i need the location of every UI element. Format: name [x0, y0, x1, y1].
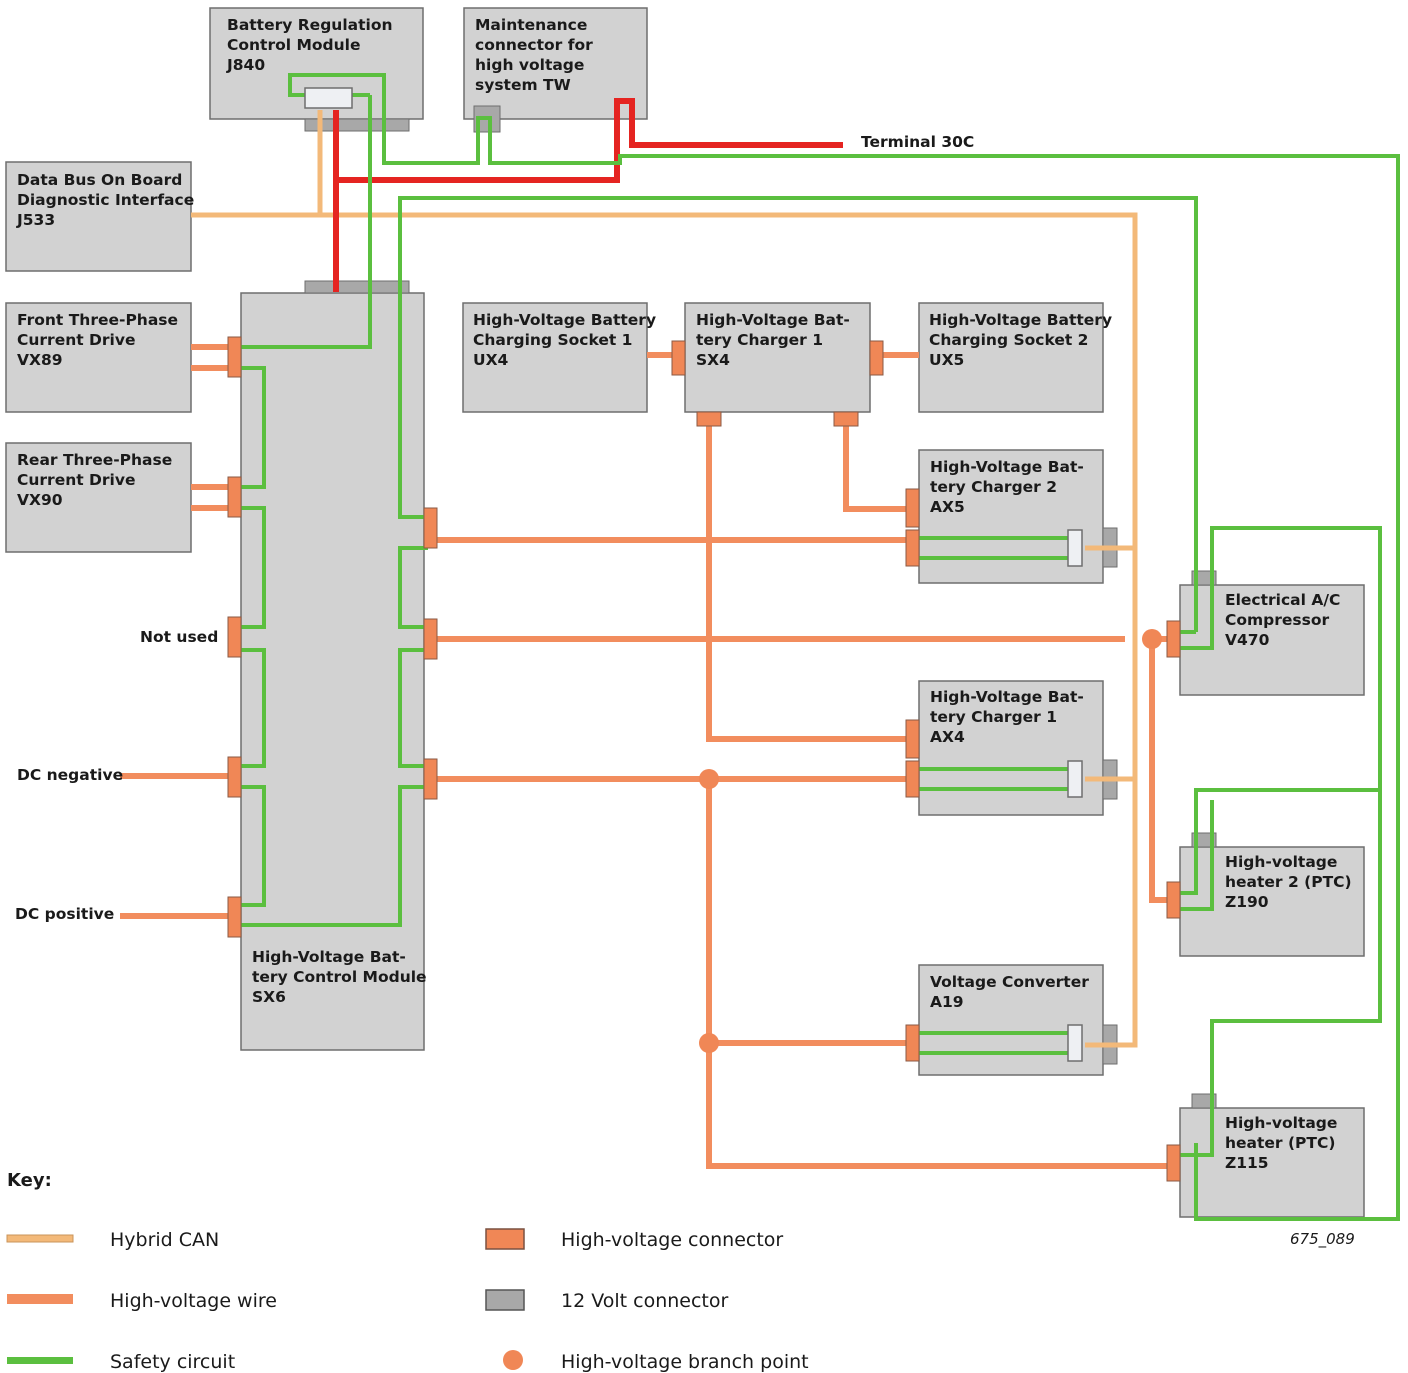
label-vx90: Rear Three-Phase Current Drive VX90: [17, 451, 178, 509]
sx6-12v-connector: [304, 280, 410, 294]
label-terminal-30c: Terminal 30C: [861, 133, 974, 151]
legend-label-hv-connector: High-voltage connector: [561, 1229, 783, 1251]
legend-label-hybrid-can: Hybrid CAN: [110, 1229, 219, 1251]
label-vx89: Front Three-Phase Current Drive VX89: [17, 311, 183, 369]
branch-point-3: [1142, 629, 1162, 649]
legend-swatch-12v-connector: [485, 1289, 525, 1311]
module-sx6: [240, 292, 425, 1051]
module-ux4: [462, 302, 648, 413]
hv-connectors: [227, 336, 1181, 1182]
label-ax4: High-Voltage Bat- tery Charger 1 AX4: [930, 688, 1089, 746]
module-vx90: [5, 442, 192, 553]
legend-swatch-hv-wire: [7, 1294, 73, 1304]
module-j533: [5, 161, 192, 272]
legend-swatch-safety: [7, 1357, 73, 1364]
legend-label-12v-connector: 12 Volt connector: [561, 1290, 728, 1312]
label-z190: High-voltage heater 2 (PTC) Z190: [1225, 853, 1357, 911]
signal-plugs: [304, 87, 1083, 1062]
label-dc-negative: DC negative: [17, 766, 123, 784]
legend-label-branch-point: High-voltage branch point: [561, 1351, 809, 1373]
legend-label-hv-wire: High-voltage wire: [110, 1290, 277, 1312]
module-vx89: [5, 302, 192, 413]
module-sx4: [684, 302, 871, 413]
legend: Key: Hybrid CAN High-voltage wire Safety…: [6, 1170, 809, 1373]
label-sx4: High-Voltage Bat- tery Charger 1 SX4: [696, 311, 855, 369]
label-ux5: High-Voltage Battery Charging Socket 2 U…: [929, 311, 1117, 369]
terminal-30c-wiring: [333, 98, 843, 292]
legend-swatch-hv-connector: [485, 1228, 525, 1250]
label-v470: Electrical A/C Compressor V470: [1225, 591, 1346, 649]
legend-swatch-branch-point: [503, 1350, 523, 1370]
label-j533: Data Bus On Board Diagnostic Interface J…: [16, 171, 200, 229]
label-z115: High-voltage heater (PTC) Z115: [1225, 1114, 1343, 1172]
figure-reference: 675_089: [1290, 1230, 1355, 1249]
label-not-used: Not used: [140, 628, 218, 646]
legend-swatch-hybrid-can: [6, 1234, 74, 1243]
hybrid-can-wiring: [191, 110, 1138, 1048]
branch-point-2: [699, 1033, 719, 1053]
hv-wiring: [120, 344, 1170, 1169]
label-ax5: High-Voltage Bat- tery Charger 2 AX5: [930, 458, 1089, 516]
safety-circuit-wiring: [232, 73, 1400, 1221]
label-a19: Voltage Converter A19: [930, 973, 1094, 1011]
legend-title: Key:: [7, 1170, 52, 1191]
branch-point-1: [699, 769, 719, 789]
legend-label-safety: Safety circuit: [110, 1351, 235, 1373]
label-j840: Battery Regulation Control Module J840: [226, 16, 398, 74]
label-tw: Maintenance connector for high voltage s…: [475, 16, 598, 94]
label-ux4: High-Voltage Battery Charging Socket 1 U…: [473, 311, 661, 369]
label-dc-positive: DC positive: [15, 905, 114, 923]
label-sx6: High-Voltage Bat- tery Control Module SX…: [252, 948, 432, 1006]
